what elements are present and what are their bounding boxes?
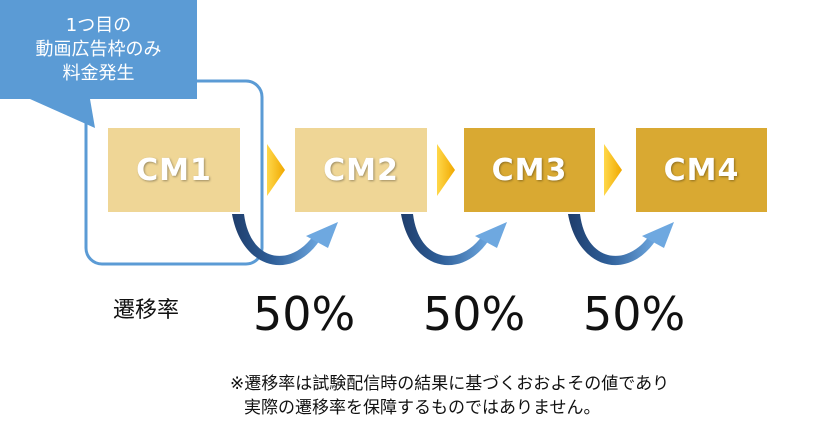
chevron-icon [604,144,622,196]
step-label: CM3 [491,152,568,188]
step-box-cm1: CM1 [108,128,240,212]
step-box-cm2: CM2 [295,128,427,212]
step-label: CM2 [323,152,399,188]
callout-line: 料金発生 [62,62,135,84]
callout-line: 1つ目の [65,14,132,36]
step-box-cm3: CM3 [464,128,595,212]
step-label: CM4 [663,152,740,188]
note-line: 実際の遷移率を保障するものではありません。 [244,398,601,418]
callout-tail [30,99,95,128]
transition-rate-value: 50% [253,287,356,341]
step-box-cm4: CM4 [636,128,767,212]
callout-line: 動画広告枠のみ [35,38,162,60]
note-line: ※遷移率は試験配信時の結果に基づくおおよその値であり [230,374,670,394]
transition-arrow-icon [568,214,674,266]
chevron-icon [267,144,285,196]
step-label: CM1 [136,152,212,188]
transition-arrow-icon [232,214,338,266]
callout-bubble: 1つ目の 動画広告枠のみ 料金発生 [0,0,197,99]
transition-rate-label: 遷移率 [113,298,180,323]
disclaimer-note: ※遷移率は試験配信時の結果に基づくおおよその値であり 実際の遷移率を保障するもの… [230,372,669,420]
transition-rate-value: 50% [583,287,686,341]
chevron-icon [437,144,455,196]
transition-arrow-icon [401,214,507,266]
transition-rate-value: 50% [423,287,526,341]
